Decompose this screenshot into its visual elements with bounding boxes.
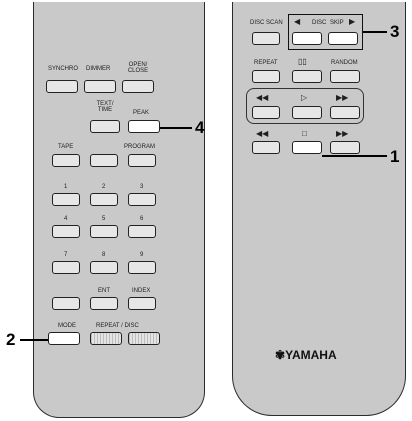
num-8-button[interactable] [90, 261, 118, 274]
stop-icon: □ [302, 129, 307, 138]
num-2-button[interactable] [90, 193, 118, 206]
num-5-button[interactable] [90, 225, 118, 238]
num-3-label: 3 [140, 184, 144, 190]
bottom-right-textured-button[interactable] [128, 332, 160, 345]
disc-skip-highlight-box [288, 14, 363, 50]
pause-icon: ▯▯ [298, 57, 307, 66]
left-remote-body [33, 2, 205, 418]
yamaha-emblem-icon: ✾ [275, 348, 286, 362]
open-close-button[interactable] [122, 80, 154, 93]
play-button[interactable] [292, 106, 322, 119]
prev-track-icon: ◀◀ [256, 129, 269, 138]
bottom-row-label: REPEAT / DISC [96, 323, 139, 329]
peak-label: PEAK [133, 110, 150, 116]
num-6-button[interactable] [128, 225, 156, 238]
play-icon: ▷ [301, 93, 308, 102]
pause-button[interactable] [292, 70, 322, 83]
program-button[interactable] [128, 154, 156, 167]
callout-4-leader [160, 127, 192, 129]
disc-scan-button[interactable] [252, 32, 280, 45]
callout-1: 1 [390, 147, 400, 166]
dimmer-button[interactable] [84, 80, 116, 93]
repeat-label: REPEAT [254, 60, 278, 66]
synchro-button[interactable] [46, 80, 78, 93]
yamaha-logo: ✾YAMAHA [275, 348, 337, 362]
ent-button[interactable] [90, 297, 118, 310]
disc-label: DISC [312, 20, 327, 26]
mode-label: MODE [58, 323, 76, 329]
blank-button-2[interactable] [52, 297, 80, 310]
transport-frame [246, 88, 364, 124]
rewind-button[interactable] [252, 106, 280, 119]
disc-next-icon: ▶ [349, 17, 356, 26]
bottom-left-textured-button[interactable] [90, 332, 122, 345]
index-button[interactable] [128, 297, 156, 310]
yamaha-logo-text: YAMAHA [285, 348, 337, 362]
random-label: RANDOM [331, 60, 358, 66]
random-button[interactable] [330, 70, 360, 83]
callout-4: 4 [195, 118, 205, 137]
synchro-label: SYNCHRO [48, 66, 79, 72]
fast-forward-icon: ▶▶ [336, 93, 349, 102]
rewind-icon: ◀◀ [256, 93, 269, 102]
disc-skip-prev-button[interactable] [292, 32, 322, 45]
mode-button[interactable] [48, 332, 80, 345]
num-3-button[interactable] [128, 193, 156, 206]
num-5-label: 5 [102, 216, 106, 222]
num-9-label: 9 [140, 252, 144, 258]
dimmer-label: DIMMER [86, 66, 111, 72]
callout-2: 2 [6, 330, 16, 349]
tape-button[interactable] [52, 154, 80, 167]
num-7-button[interactable] [52, 261, 80, 274]
callout-1-leader [322, 155, 387, 157]
next-track-icon: ▶▶ [336, 129, 349, 138]
index-label: INDEX [132, 288, 151, 294]
program-label: PROGRAM [124, 144, 156, 150]
disc-skip-next-button[interactable] [328, 32, 358, 45]
open-close-label: OPEN/ CLOSE [127, 62, 149, 74]
next-track-button[interactable] [330, 141, 360, 154]
num-1-label: 1 [64, 184, 68, 190]
num-7-label: 7 [64, 252, 68, 258]
callout-3-leader [363, 31, 387, 33]
num-8-label: 8 [102, 252, 106, 258]
callout-2-leader [20, 339, 48, 341]
num-9-button[interactable] [128, 261, 156, 274]
stop-button[interactable] [292, 141, 322, 154]
num-6-label: 6 [140, 216, 144, 222]
text-time-button[interactable] [90, 120, 120, 133]
ent-label: ENT [98, 288, 110, 294]
num-2-label: 2 [102, 184, 106, 190]
num-1-button[interactable] [52, 193, 80, 206]
prev-track-button[interactable] [252, 141, 280, 154]
text-time-label: TEXT/ TIME [96, 101, 114, 113]
num-4-label: 4 [64, 216, 68, 222]
blank-button[interactable] [90, 154, 118, 167]
repeat-button[interactable] [252, 70, 280, 83]
skip-label: SKIP [330, 20, 344, 26]
disc-prev-icon: ◀ [294, 17, 301, 26]
fast-forward-button[interactable] [330, 106, 360, 119]
tape-label: TAPE [58, 144, 74, 150]
callout-3: 3 [390, 22, 400, 41]
peak-button[interactable] [128, 120, 160, 133]
disc-scan-label: DISC SCAN [250, 20, 283, 26]
num-4-button[interactable] [52, 225, 80, 238]
